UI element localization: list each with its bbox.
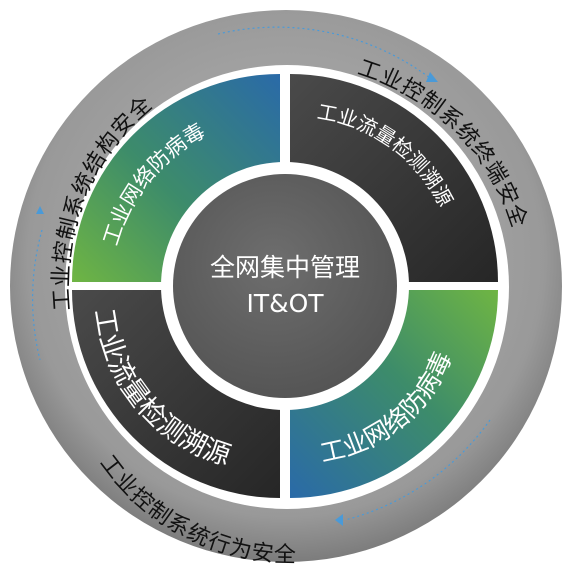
ring-arrow-bottom xyxy=(344,419,491,521)
ring-arrow-top xyxy=(217,26,431,79)
ring-arrowhead-bottom xyxy=(335,514,343,526)
center-title: 全网集中管理 xyxy=(210,253,360,282)
ring-arrowhead-top xyxy=(426,72,438,82)
center-subtitle: IT&OT xyxy=(246,289,324,318)
ring-arrowhead-left xyxy=(36,206,44,214)
ring-arrow-left xyxy=(32,229,43,361)
center-disc xyxy=(173,174,397,398)
